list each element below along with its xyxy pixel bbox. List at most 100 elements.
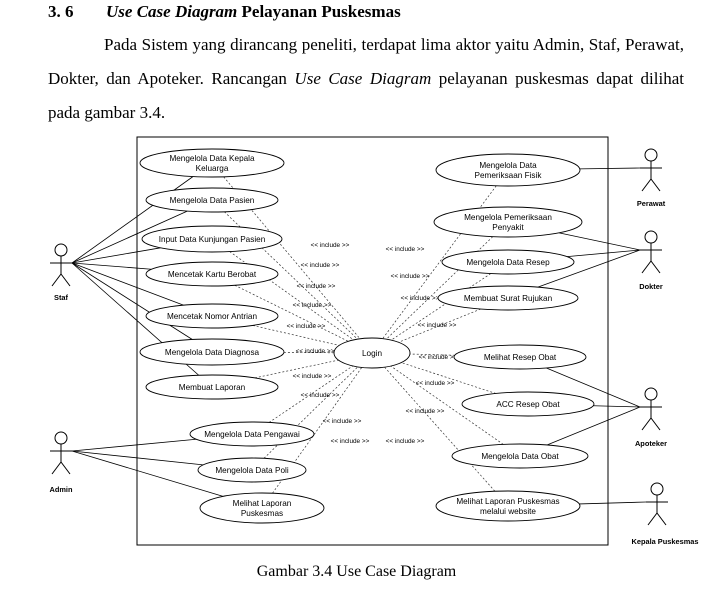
usecase-left-8-label: Mengelola Data Poli xyxy=(215,466,288,475)
usecase-login-label: Login xyxy=(362,349,382,358)
include-line-left-4 xyxy=(252,325,340,346)
include-line-left-0 xyxy=(223,176,361,339)
actor-dokter-head xyxy=(644,230,658,244)
usecase-left-0-label-2: Keluarga xyxy=(196,164,229,173)
include-line-right-6 xyxy=(390,365,504,445)
usecase-left-6 xyxy=(145,374,279,400)
association-staf-5 xyxy=(71,262,193,340)
association-staf-3 xyxy=(71,262,152,270)
association-apoteker-5 xyxy=(593,405,641,408)
association-apoteker-6 xyxy=(546,406,641,446)
actor-apoteker-label: Apoteker xyxy=(635,439,667,448)
usecase-right-1-label-1: Mengelola Pemeriksaan xyxy=(464,213,552,222)
include-label-8: << include >> xyxy=(323,418,362,425)
usecase-left-0 xyxy=(139,148,285,178)
usecase-right-3 xyxy=(437,285,579,311)
association-staf-2 xyxy=(71,247,161,264)
actor-admin-label: Admin xyxy=(50,485,73,494)
actor-admin-leg-right xyxy=(60,461,71,475)
include-label-0: << include >> xyxy=(311,242,350,249)
include-line-left-7 xyxy=(268,365,354,423)
usecase-right-5 xyxy=(461,391,595,417)
actor-staf-leg-left xyxy=(51,273,62,287)
include-label-12: << include >> xyxy=(401,295,440,302)
include-label-16: << include >> xyxy=(406,408,445,415)
usecase-left-8 xyxy=(197,457,307,483)
usecase-right-6 xyxy=(451,443,589,469)
usecase-left-0-label-1: Mengelola Data Kepala xyxy=(169,154,255,163)
include-line-right-3 xyxy=(398,308,481,343)
include-label-7: << include >> xyxy=(301,392,340,399)
association-admin-8 xyxy=(71,450,204,466)
include-label-9: << include >> xyxy=(331,438,370,445)
usecase-right-5-label: ACC Resep Obat xyxy=(496,400,560,409)
usecase-left-5 xyxy=(139,338,285,366)
association-staf-1 xyxy=(71,210,188,264)
actor-perawat-leg-left xyxy=(641,178,652,192)
actor-dokter-leg-left xyxy=(641,260,652,274)
include-label-10: << include >> xyxy=(386,246,425,253)
actor-staf-head xyxy=(54,243,68,257)
include-label-2: << include >> xyxy=(297,283,336,290)
usecase-left-4 xyxy=(145,303,279,329)
paragraph-italic: Use Case Diagram xyxy=(294,69,432,88)
usecase-left-3 xyxy=(145,261,279,287)
usecase-right-1-label-2: Penyakit xyxy=(492,223,524,232)
association-perawat-0 xyxy=(579,167,641,170)
usecase-right-0-label-1: Mengelola Data xyxy=(479,161,537,170)
association-dokter-2 xyxy=(566,249,641,258)
figure-caption: Gambar 3.4 Use Case Diagram xyxy=(256,563,457,580)
actor-admin-leg-left xyxy=(51,461,62,475)
system-boundary xyxy=(136,136,609,546)
section-number: 3. 6 xyxy=(48,2,74,21)
association-kepala-7 xyxy=(579,501,647,505)
include-line-left-1 xyxy=(224,211,358,340)
association-admin-7 xyxy=(71,438,197,452)
usecase-left-1 xyxy=(145,187,279,213)
usecase-login xyxy=(333,337,411,369)
usecase-right-3-label: Membuat Surat Rujukan xyxy=(464,294,553,303)
include-label-17: << include >> xyxy=(386,438,425,445)
include-label-1: << include >> xyxy=(301,262,340,269)
actor-perawat-head xyxy=(644,148,658,162)
usecase-left-9-label-1: Melihat Laporan xyxy=(233,499,292,508)
usecase-right-2 xyxy=(441,249,575,275)
usecase-left-9 xyxy=(199,492,325,524)
usecase-left-4-label: Mencetak Nomor Antrian xyxy=(167,312,258,321)
usecase-left-3-label: Mencetak Kartu Berobat xyxy=(168,270,257,279)
usecase-left-7 xyxy=(189,421,315,447)
include-line-right-4 xyxy=(409,353,455,356)
usecase-right-1 xyxy=(433,206,583,238)
include-label-5: << include >> xyxy=(296,348,335,355)
include-label-3: << include >> xyxy=(293,302,332,309)
actor-dokter-label: Dokter xyxy=(639,282,663,291)
usecase-right-6-label: Mengelola Data Obat xyxy=(481,452,559,461)
include-label-6: << include >> xyxy=(293,373,332,380)
actor-kepala-label: Kepala Puskesmas xyxy=(632,537,699,546)
include-label-14: << include >> xyxy=(419,354,458,361)
usecase-right-4-label: Melihat Resep Obat xyxy=(484,353,557,362)
association-dokter-3 xyxy=(537,249,641,288)
paragraph-part2: pelayanan puskesmas dapat dilihat pada g… xyxy=(48,69,684,122)
usecase-left-6-label: Membuat Laporan xyxy=(179,383,246,392)
usecase-left-1-label: Mengelola Data Pasien xyxy=(170,196,255,205)
usecase-left-2 xyxy=(141,225,283,253)
association-apoteker-4 xyxy=(546,367,641,408)
usecase-left-9-label-2: Puskesmas xyxy=(241,509,283,518)
section-title-rest: Pelayanan Puskesmas xyxy=(237,2,401,21)
include-label-4: << include >> xyxy=(287,323,326,330)
actor-apoteker-leg-left xyxy=(641,417,652,431)
actor-perawat-leg-right xyxy=(650,178,661,192)
actor-kepala-head xyxy=(650,482,664,496)
actor-apoteker-head xyxy=(644,387,658,401)
paragraph-part1: Pada Sistem yang dirancang peneliti, ter… xyxy=(48,35,684,88)
usecase-right-0 xyxy=(435,153,581,187)
usecase-right-7-label-1: Melihat Laporan Puskesmas xyxy=(456,497,559,506)
actor-perawat-label: Perawat xyxy=(637,199,666,208)
actor-admin-head xyxy=(54,431,68,445)
actor-kepala-leg-right xyxy=(656,512,667,526)
association-admin-9 xyxy=(71,450,224,497)
association-staf-4 xyxy=(71,262,184,306)
